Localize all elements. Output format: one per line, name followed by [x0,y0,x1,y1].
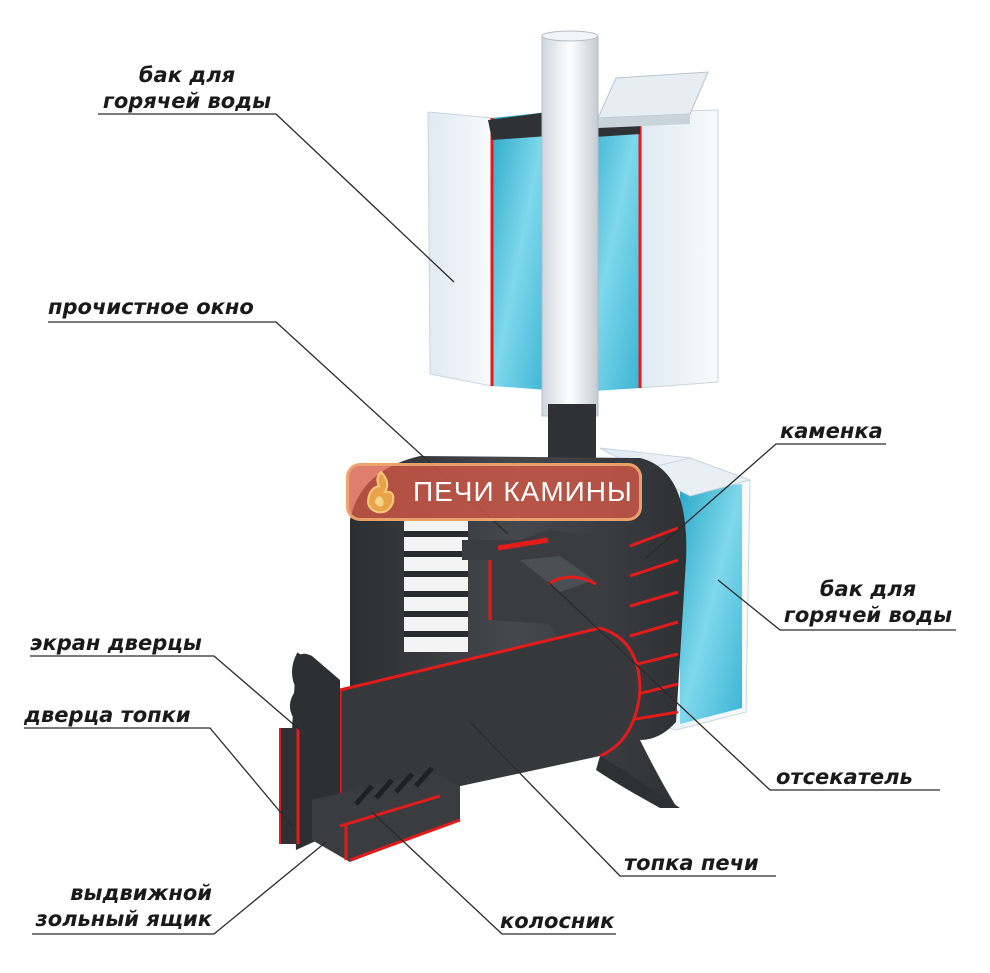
leader-tank-side [717,579,956,631]
label-stones: каменка [780,419,883,443]
label-firebox: топка печи [624,851,759,875]
label-tank-top: бак для горячей воды [102,63,272,113]
watermark-text: ПЕЧИ КАМИНЫ [413,476,633,507]
flame-icon [367,470,395,514]
label-cleaning-window: прочистное окно [48,295,254,319]
leader-firebox [469,721,776,877]
label-cutoff: отсекатель [776,765,913,789]
leader-firebox-door [24,727,293,827]
leader-tank-top [98,113,455,283]
stove-body [279,456,687,862]
leader-stones [645,443,886,559]
label-grate: колосник [500,909,615,933]
chimney-pipe [541,30,599,458]
label-door-screen: экран дверцы [30,631,202,655]
label-tank-side: бак для горячей воды [783,577,953,627]
leader-lines [24,113,956,935]
label-ash-box: выдвижной зольный ящик [35,881,212,931]
label-firebox-door: дверца топки [24,703,191,727]
leader-ash-box [32,841,327,935]
leader-grate [371,811,616,935]
leader-door-screen [30,655,301,731]
leader-cutoff [547,581,940,791]
watermark-logo: ПЕЧИ КАМИНЫ [346,463,642,521]
